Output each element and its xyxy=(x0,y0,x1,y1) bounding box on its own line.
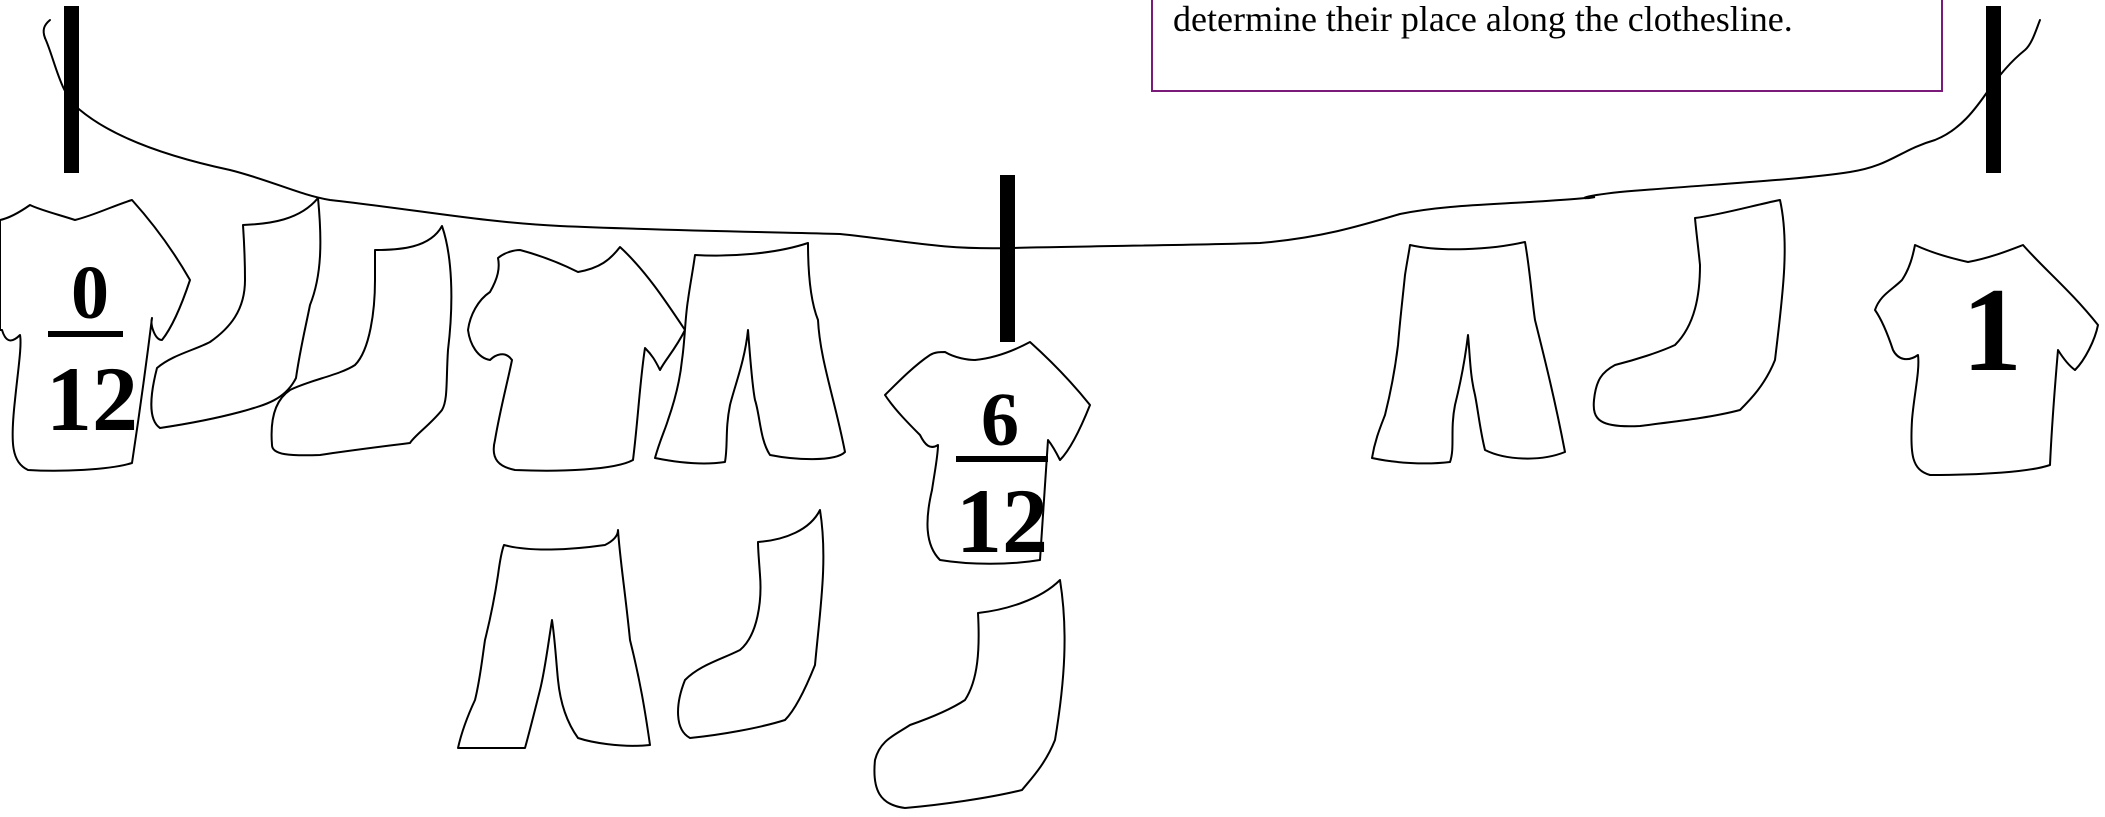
rope-end-left xyxy=(44,20,50,38)
post-right xyxy=(1986,6,2001,173)
instruction-box: determine their place along the clothesl… xyxy=(1151,0,1943,92)
sock-5 xyxy=(1594,200,1785,426)
pants-1 xyxy=(655,243,845,463)
pants-3 xyxy=(1372,242,1565,463)
pants-2 xyxy=(458,530,650,748)
middle-label-denominator: 12 xyxy=(956,470,1048,572)
left-label-denominator: 12 xyxy=(46,348,138,450)
middle-label-numerator: 6 xyxy=(981,378,1019,462)
instruction-text: determine their place along the clothesl… xyxy=(1173,0,1793,40)
sock-3 xyxy=(678,510,823,738)
left-label-numerator: 0 xyxy=(71,251,109,335)
left-label-fraction-bar xyxy=(48,331,123,337)
sock-4 xyxy=(874,580,1064,808)
post-left xyxy=(64,6,79,173)
middle-label-fraction-bar xyxy=(956,456,1048,462)
right-label-whole: 1 xyxy=(1962,263,2022,396)
shirt-2 xyxy=(468,247,685,471)
post-middle xyxy=(1000,175,1015,342)
